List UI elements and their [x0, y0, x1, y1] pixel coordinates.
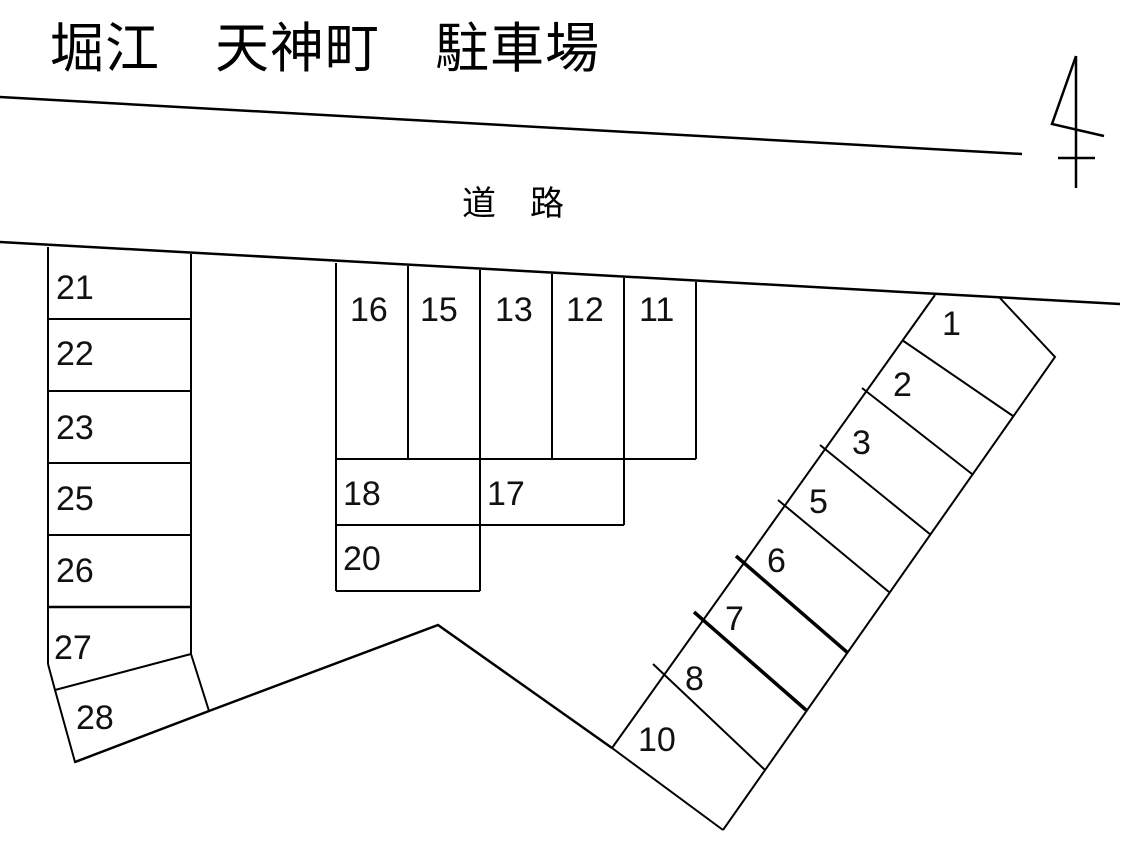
slot-5[interactable]: 5	[809, 483, 828, 521]
slot-2[interactable]: 2	[893, 366, 912, 404]
slot-21[interactable]: 21	[56, 269, 94, 307]
road-label: 道 路	[462, 184, 564, 224]
north-arrow-icon	[1050, 55, 1105, 188]
road-edge-top	[0, 95, 1023, 156]
slot-1[interactable]: 1	[942, 305, 961, 343]
lot-boundary	[74, 623, 613, 764]
slot-26[interactable]: 26	[56, 552, 94, 590]
slot-6[interactable]: 6	[767, 542, 786, 580]
slot-7[interactable]: 7	[725, 600, 744, 638]
slot-13[interactable]: 13	[495, 291, 533, 329]
center-slots	[335, 263, 697, 592]
diagonal-slots	[611, 294, 1057, 831]
slot-8[interactable]: 8	[685, 660, 704, 698]
left-column-slots	[47, 247, 211, 764]
slot-11[interactable]: 11	[639, 291, 675, 329]
slot-15[interactable]: 15	[420, 291, 458, 329]
slot-25[interactable]: 25	[56, 480, 94, 518]
slot-27[interactable]: 27	[54, 629, 92, 667]
road-edge-bottom	[0, 240, 1121, 306]
slot-16[interactable]: 16	[350, 291, 388, 329]
slot-10[interactable]: 10	[638, 721, 676, 759]
slot-23[interactable]: 23	[56, 409, 94, 447]
slot-22[interactable]: 22	[56, 335, 94, 373]
slot-28[interactable]: 28	[76, 699, 114, 737]
slot-18[interactable]: 18	[343, 475, 381, 513]
slot-17[interactable]: 17	[487, 475, 525, 513]
slot-20[interactable]: 20	[343, 540, 381, 578]
slot-3[interactable]: 3	[852, 424, 871, 462]
page-title: 堀江 天神町 駐車場	[50, 17, 600, 80]
slot-12[interactable]: 12	[566, 291, 604, 329]
